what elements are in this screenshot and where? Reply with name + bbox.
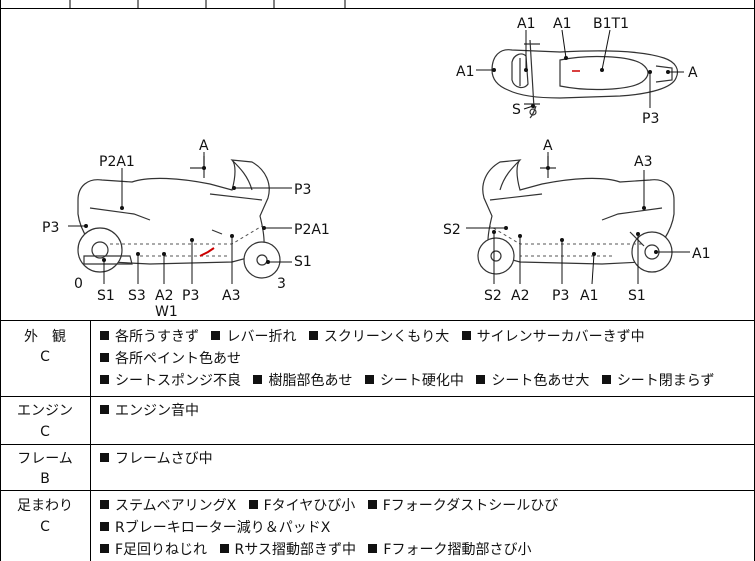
top-view-leaders <box>476 29 684 110</box>
note-item: Fタイヤひび小 <box>248 498 355 514</box>
right-label-s1: S1 <box>628 288 646 304</box>
left-label-a3: A3 <box>222 288 240 304</box>
left-label-s1-front: S1 <box>97 288 115 304</box>
section-grade: C <box>40 519 50 535</box>
note-item: シート閉まらず <box>601 373 715 389</box>
note-item: Fフォーク摺動部さび小 <box>368 542 531 558</box>
top-label-a-rear: A <box>688 65 698 81</box>
right-label-a1-lower: A1 <box>580 288 598 304</box>
section-notes: エンジン音中 <box>100 400 749 422</box>
section-category: フレーム <box>17 451 73 467</box>
right-view-scooter <box>477 156 675 275</box>
top-label-p3-tail: P3 <box>642 111 659 127</box>
note-item: Rサス摺動部きず中 <box>219 542 356 558</box>
left-label-p3-lower: P3 <box>182 288 199 304</box>
section-notes: ステムベアリングX Fタイヤひび小 Fフォークダストシールひび Rブレーキロータ… <box>100 495 749 561</box>
note-item: Fフォークダストシールひび <box>367 498 558 514</box>
note-item: Rブレーキローター減り＆パッドX <box>100 520 330 536</box>
left-view-leaders <box>68 152 292 284</box>
left-label-p3-front: P3 <box>42 220 59 236</box>
left-label-s3: S3 <box>128 288 146 304</box>
section-category: 足まわり <box>17 498 73 514</box>
top-view-scooter <box>491 39 679 119</box>
note-item: F足回りねじれ <box>100 542 207 558</box>
note-item: シート硬化中 <box>364 373 464 389</box>
left-label-p3-upper: P3 <box>294 182 311 198</box>
section-category: エンジン <box>17 403 73 419</box>
note-item: 樹脂部色あせ <box>253 373 352 389</box>
left-label-w1: W1 <box>155 304 178 320</box>
note-item: 各所ペイント色あせ <box>100 351 241 367</box>
left-label-p2a1-rear: P2A1 <box>294 222 330 238</box>
section-grade: B <box>40 471 50 487</box>
note-item: ステムベアリングX <box>100 498 236 514</box>
right-label-s2-lower: S2 <box>484 288 502 304</box>
left-label-a-handle: A <box>199 138 209 154</box>
note-item: シートスポンジ不良 <box>100 373 241 389</box>
top-label-s-lever: S <box>512 102 521 118</box>
note-item: エンジン音中 <box>100 403 199 419</box>
top-label-a1-body: A1 <box>553 16 571 32</box>
section-notes: 各所うすきず レバー折れ スクリーンくもり大 サイレンサーカバーきず中 各所ペイ… <box>100 326 749 392</box>
left-label-p2a1-front: P2A1 <box>99 154 135 170</box>
left-label-0: 0 <box>74 276 83 292</box>
top-label-a1-mirror: A1 <box>517 16 535 32</box>
note-item: スクリーンくもり大 <box>308 329 449 345</box>
right-label-s2-front: S2 <box>443 222 461 238</box>
section-grade: C <box>40 424 50 440</box>
top-label-a1-front: A1 <box>456 64 474 80</box>
left-label-3: 3 <box>277 276 286 292</box>
note-item: フレームさび中 <box>100 451 213 467</box>
right-label-a3: A3 <box>634 154 652 170</box>
right-label-a2: A2 <box>511 288 529 304</box>
note-item: シート色あせ大 <box>476 373 589 389</box>
right-label-a1-rear: A1 <box>692 246 710 262</box>
note-item: 各所うすきず <box>100 329 199 345</box>
left-view-scooter <box>77 156 281 279</box>
top-label-b1t1-seat: B1T1 <box>593 16 629 32</box>
note-item: サイレンサーカバーきず中 <box>461 329 645 345</box>
section-category: 外 観 <box>24 329 66 345</box>
section-grade: C <box>40 349 50 365</box>
right-label-p3: P3 <box>552 288 569 304</box>
right-label-a-handle: A <box>543 138 553 154</box>
note-item: レバー折れ <box>211 329 296 345</box>
right-view-leaders <box>466 152 690 285</box>
left-label-s1-rear: S1 <box>294 254 312 270</box>
left-label-a2: A2 <box>155 288 173 304</box>
section-notes: フレームさび中 <box>100 448 749 470</box>
